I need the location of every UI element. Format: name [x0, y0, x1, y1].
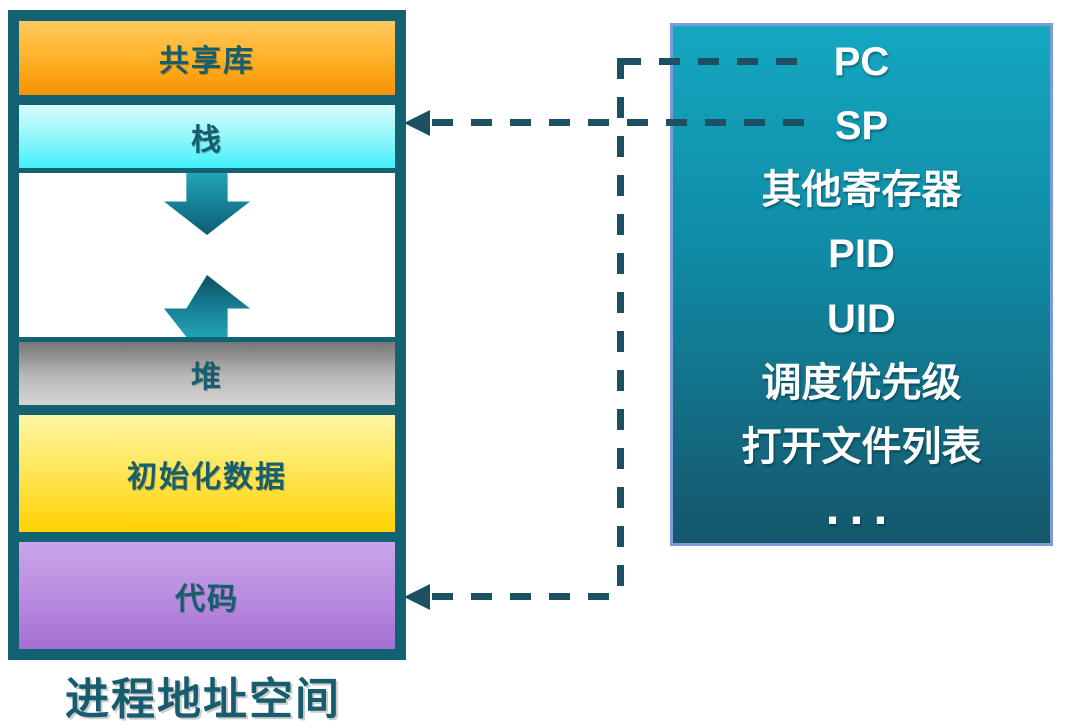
address-space-caption: 进程地址空间	[65, 675, 341, 724]
pcb-line-pid: PID	[828, 232, 895, 277]
pcb-line-pc: PC	[833, 40, 890, 84]
segment-heap: 堆	[14, 337, 400, 410]
segment-initialized-data: 初始化数据	[14, 410, 400, 537]
growth-gap	[14, 173, 400, 337]
pcb-line-uid: UID	[827, 296, 896, 341]
pc-pointer-dashed-line	[620, 58, 806, 65]
address-space-column: 共享库 栈 堆 初始化数据 代码	[8, 10, 406, 660]
segment-label-stack: 栈	[191, 123, 223, 157]
segment-stack: 栈	[14, 100, 400, 173]
segment-label-code: 代码	[175, 582, 239, 616]
arrow-left-icon	[404, 584, 430, 610]
pcb-line-open-file-list: 打开文件列表	[741, 424, 982, 469]
pcb-line-ellipsis: ...	[825, 478, 898, 535]
segment-label-initialized-data: 初始化数据	[127, 460, 287, 494]
pc-to-code-vertical-dashed-line	[617, 58, 624, 604]
pcb-line-sp: SP	[834, 104, 889, 149]
arrow-left-icon	[404, 110, 430, 136]
process-info-box: PC SP 其他寄存器 PID UID 调度优先级 打开文件列表 ...	[670, 23, 1053, 546]
segment-code: 代码	[14, 537, 400, 654]
arrow-up-icon	[164, 275, 250, 337]
segment-shared-library: 共享库	[14, 16, 400, 100]
pcb-line-other-registers: 其他寄存器	[761, 168, 962, 213]
arrow-down-icon	[164, 173, 250, 235]
sp-pointer-dashed-line	[432, 119, 806, 126]
segment-label-shared-library: 共享库	[159, 45, 255, 78]
code-pointer-dashed-line	[432, 593, 626, 600]
pcb-line-scheduling-priority: 调度优先级	[761, 360, 962, 405]
segment-label-heap: 堆	[191, 360, 223, 394]
